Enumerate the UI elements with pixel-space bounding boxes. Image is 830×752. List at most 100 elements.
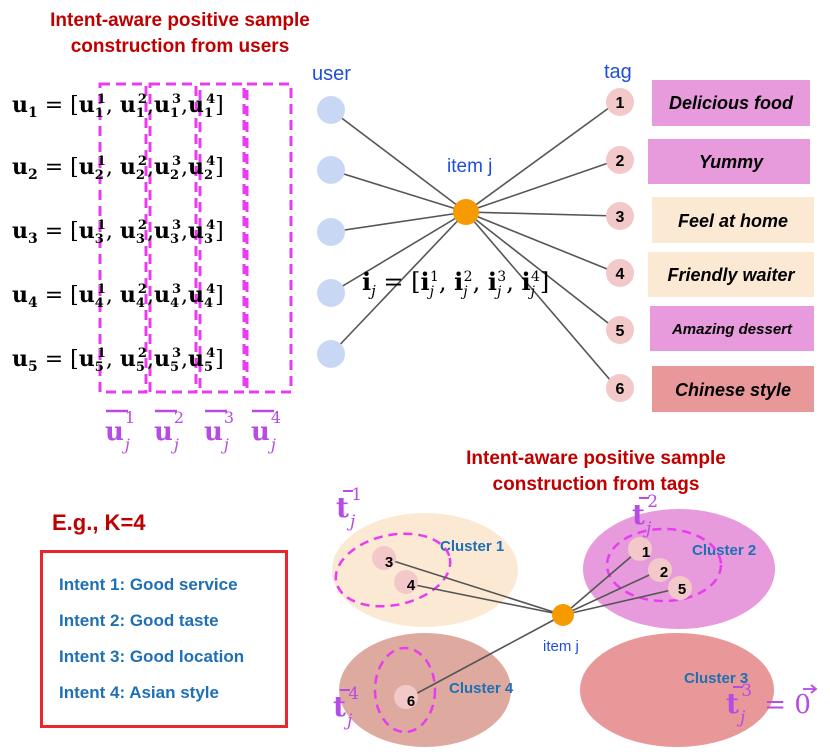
cluster-1-label: Cluster 1 — [440, 538, 504, 555]
cluster-edge — [562, 569, 661, 616]
user-item-edge — [330, 211, 467, 294]
cluster-tag-node: 2 — [648, 558, 672, 582]
tag-node-1: 1 — [606, 88, 634, 116]
svg-text:3: 3 — [616, 209, 625, 226]
tag-text-3: Feel at home — [678, 211, 788, 231]
tag-nodes: 1 2 3 4 5 6 — [606, 88, 634, 402]
cluster-tag-node: 6 — [394, 685, 418, 710]
svg-text:4: 4 — [616, 266, 625, 283]
tag-text-2: Yummy — [699, 152, 764, 172]
user-item-edge — [330, 211, 467, 233]
user-item-edge — [330, 211, 467, 355]
tag-node-2: 2 — [606, 146, 634, 174]
svg-text:uj1: uj1 — [105, 408, 135, 454]
tag-box-4 — [648, 252, 814, 297]
item-tag-edge — [465, 101, 618, 213]
svg-text:uj4: uj4 — [251, 408, 281, 454]
svg-text:1: 1 — [616, 95, 625, 112]
cluster-edge — [383, 557, 564, 616]
tag-node-3: 3 — [606, 202, 634, 230]
item-tag-edge — [465, 211, 618, 274]
svg-text:uj2: uj2 — [154, 408, 184, 454]
tag-text-1: Delicious food — [669, 93, 794, 113]
intent-item-1: Intent 1: Good service — [59, 575, 238, 594]
cluster-tag-node: 1 — [628, 537, 652, 561]
svg-text:6: 6 — [616, 381, 625, 398]
intent-item-2: Intent 2: Good taste — [59, 611, 219, 630]
intent-column-box-1 — [98, 82, 148, 394]
intent-legend-box: Intent 1: Good service Intent 2: Good ta… — [40, 550, 288, 728]
cluster-tag-node: 5 — [668, 576, 692, 600]
item-tag-edge — [465, 211, 618, 331]
user-node — [317, 218, 345, 246]
user-embedding-rows: u1 = [u11, u12,u13,u14] u2 = [u21, u22,u… — [12, 92, 224, 375]
item-tag-edge — [465, 211, 618, 389]
cluster-1-ellipse — [332, 513, 518, 627]
tag-text-4: Friendly waiter — [667, 265, 795, 285]
bottom-heading-line1: Intent-aware positive sample — [466, 448, 726, 469]
cluster-edge — [562, 548, 641, 616]
tag-box-2 — [648, 139, 810, 184]
svg-text:5: 5 — [678, 581, 686, 598]
cluster-2-ellipse — [583, 509, 775, 629]
cluster-2-label: Cluster 2 — [692, 542, 756, 559]
cluster-3-ellipse — [580, 633, 774, 747]
svg-text:2: 2 — [616, 153, 625, 170]
tag-box-1 — [652, 80, 810, 126]
tag-label: tag — [604, 61, 632, 83]
cluster-4-dashed-group — [373, 646, 437, 734]
user-nodes — [317, 96, 345, 368]
cluster-item-node — [552, 604, 574, 626]
user-node — [317, 96, 345, 124]
cluster-edges — [383, 548, 681, 698]
tag-text-6: Chinese style — [675, 380, 791, 400]
graph-edges — [330, 101, 618, 389]
svg-text:tj1: tj1 — [336, 485, 362, 532]
intent-column-label-2: uj2 — [154, 408, 184, 454]
svg-text:uj3: uj3 — [204, 408, 234, 454]
user-item-edge — [330, 109, 467, 213]
item-embedding: ij = [ij1, ij2, ij3, ij4] — [362, 267, 549, 300]
intent-item-3: Intent 3: Good location — [59, 647, 245, 666]
user-item-edge — [330, 169, 467, 213]
intent-column-label-1: uj1 — [105, 408, 135, 454]
intent-column-box-2 — [148, 82, 198, 394]
cluster-tag-node: 3 — [372, 546, 396, 571]
tag-node-4: 4 — [606, 259, 634, 287]
user-embedding-row: u2 = [u21, u22,u23,u24] — [12, 154, 224, 183]
cluster-tag-node: 4 — [394, 570, 418, 594]
top-heading-line2: construction from users — [71, 36, 290, 57]
svg-text:4: 4 — [407, 577, 416, 594]
cluster-tag-nodes: 3 4 1 2 5 6 — [372, 537, 692, 710]
tbar-label-1: tj1 — [336, 485, 362, 532]
tag-node-5: 5 — [606, 316, 634, 344]
svg-text:3: 3 — [385, 554, 393, 571]
tag-box-3 — [652, 197, 814, 243]
tag-boxes: Delicious food Yummy Feel at home Friend… — [648, 80, 814, 412]
item-label: item j — [447, 156, 492, 177]
tag-box-6 — [652, 366, 814, 412]
item-tag-edge — [465, 211, 618, 217]
svg-text:1: 1 — [642, 544, 650, 561]
cluster-edge — [562, 587, 681, 616]
intent-column-label-4: uj4 — [251, 408, 281, 454]
cluster-edge — [409, 583, 564, 616]
cluster-2-dashed-group — [605, 527, 723, 603]
user-embedding-row: u3 = [u31, u32,u33,u34] — [12, 218, 224, 247]
cluster-4-label: Cluster 4 — [449, 680, 514, 697]
user-node — [317, 340, 345, 368]
cluster-3-label: Cluster 3 — [684, 670, 748, 687]
svg-text:6: 6 — [407, 693, 415, 710]
cluster-edge — [409, 614, 564, 698]
tag-node-6: 6 — [606, 374, 634, 402]
tag-text-5: Amazing dessert — [671, 321, 793, 338]
intent-column-box-4 — [245, 82, 293, 394]
example-label: E.g., K=4 — [52, 510, 146, 535]
svg-text:2: 2 — [660, 564, 668, 581]
user-embedding-row: u1 = [u11, u12,u13,u14] — [12, 92, 224, 121]
intent-column-boxes — [98, 82, 293, 394]
item-node — [453, 199, 479, 225]
cluster-item-label: item j — [543, 638, 579, 655]
intent-column-label-3: uj3 — [204, 408, 234, 454]
